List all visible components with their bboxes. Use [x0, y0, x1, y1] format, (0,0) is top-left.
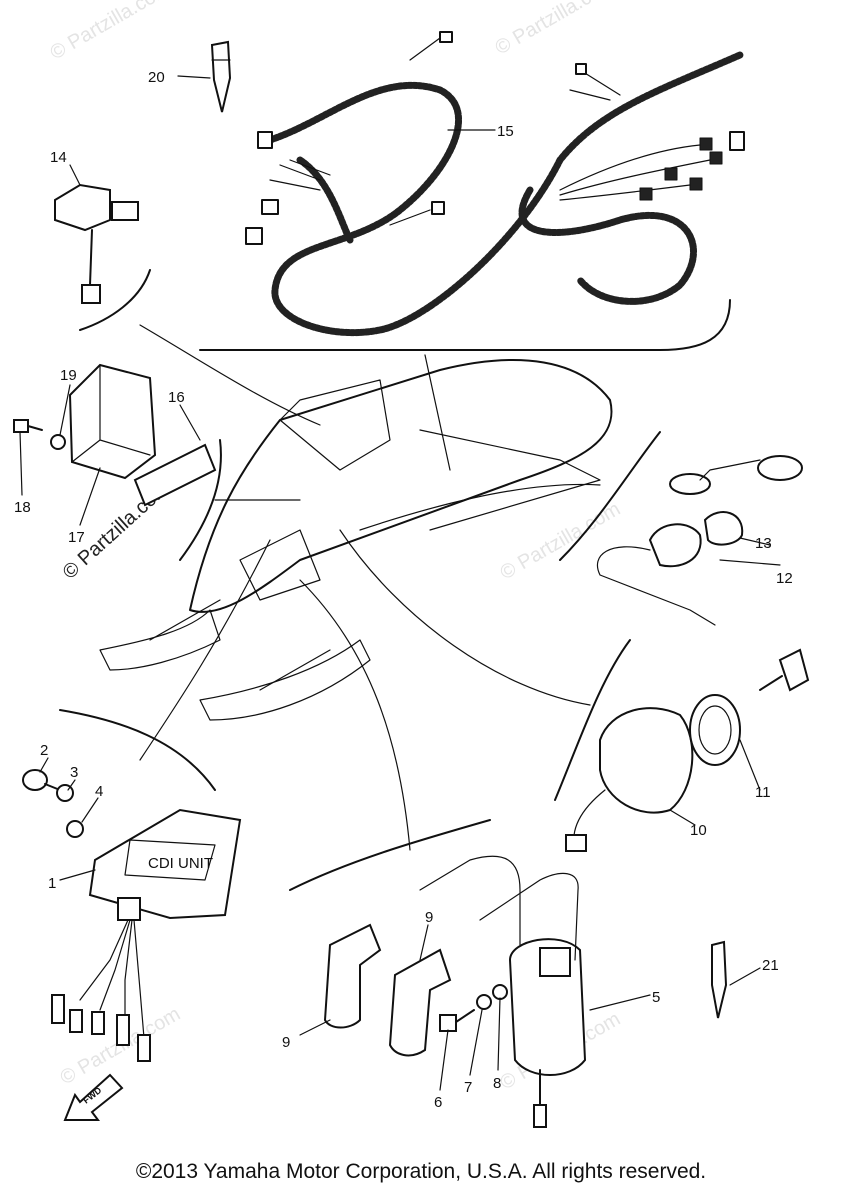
- callout-18: 18: [14, 499, 31, 516]
- part-21-clip[interactable]: [711, 940, 728, 1019]
- callout-14: 14: [50, 149, 67, 166]
- part-15-wire-harness[interactable]: [245, 31, 745, 337]
- part-3-washer[interactable]: [56, 784, 74, 802]
- callout-11: 11: [755, 784, 771, 801]
- part-16-bracket[interactable]: [133, 443, 217, 507]
- part-20-clip[interactable]: [210, 40, 232, 113]
- callout-leaders: [19, 75, 781, 1091]
- part-10-headlight[interactable]: [565, 707, 694, 852]
- part-9-plug-cap-b[interactable]: [388, 948, 452, 1057]
- part-19-nut[interactable]: [50, 434, 66, 450]
- callout-5: 5: [652, 989, 660, 1006]
- callout-3: 3: [70, 764, 78, 781]
- callout-10: 10: [690, 822, 707, 839]
- callout-13: 13: [755, 535, 772, 552]
- callout-17: 17: [68, 529, 85, 546]
- callout-12: 12: [776, 570, 793, 587]
- part-4-washer[interactable]: [66, 820, 84, 838]
- callout-6: 6: [434, 1094, 442, 1111]
- key-switch[interactable]: [759, 648, 810, 692]
- copyright-notice: ©2013 Yamaha Motor Corporation, U.S.A. A…: [135, 1160, 707, 1183]
- watermark: © Partzilla.com: [47, 0, 175, 64]
- part-8-nut[interactable]: [492, 984, 508, 1000]
- callout-15: 15: [497, 123, 514, 140]
- leader-lines: [139, 324, 601, 851]
- part-14-switch[interactable]: [54, 183, 139, 304]
- callout-19: 19: [60, 367, 77, 384]
- part-11-rim[interactable]: [689, 694, 741, 766]
- bracket-lines: [59, 269, 731, 891]
- snowmobile-body: [99, 359, 613, 721]
- part-1-cdi-unit[interactable]: CDI UNIT: [51, 808, 242, 1062]
- callout-7: 7: [464, 1079, 472, 1096]
- callout-2: 2: [40, 742, 48, 759]
- cdi-label: CDI UNIT: [148, 855, 213, 872]
- part-2-bolt[interactable]: [22, 769, 61, 791]
- part-6-bolt[interactable]: [439, 1009, 475, 1032]
- callout-20: 20: [148, 69, 165, 86]
- part-5-ignition-coil[interactable]: [419, 855, 587, 1128]
- part-18-bolt[interactable]: [13, 419, 43, 433]
- callout-9: 9: [425, 909, 433, 926]
- watermark: © Partzilla.com: [497, 498, 625, 584]
- callout-1: 1: [48, 875, 56, 892]
- watermark: © Partzilla.com: [492, 0, 620, 59]
- callout-9: 9: [282, 1034, 290, 1051]
- callout-16: 16: [168, 389, 185, 406]
- callout-4: 4: [95, 783, 103, 800]
- callout-8: 8: [493, 1075, 501, 1092]
- callout-21: 21: [762, 957, 779, 974]
- callout-numbers: 20 15 14 19 16 18 17 13 12 11 10 2 3 4 1…: [14, 69, 793, 1111]
- part-17-regulator[interactable]: [68, 363, 157, 480]
- part-12-13-stop-switch[interactable]: [596, 455, 803, 626]
- part-9-plug-cap-a[interactable]: [323, 923, 382, 1029]
- part-7-washer[interactable]: [476, 994, 492, 1010]
